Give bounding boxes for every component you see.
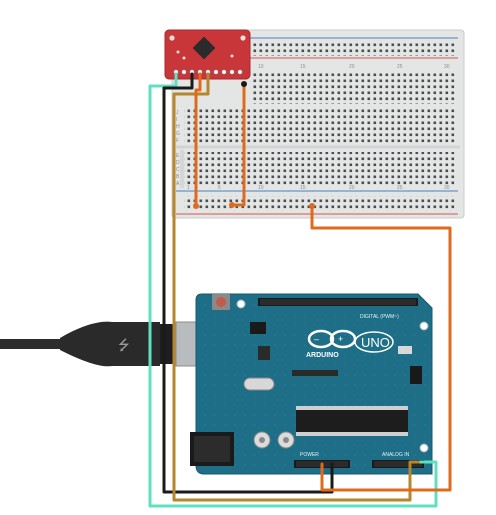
bottom-rail-holes-1 bbox=[184, 196, 456, 203]
logo-plus: + bbox=[338, 334, 343, 344]
col-num-top: 20 bbox=[349, 64, 355, 70]
row-letter: C bbox=[176, 167, 180, 173]
usb-symbol-icon: ⭍ bbox=[118, 337, 130, 353]
analog-header bbox=[372, 460, 424, 468]
icsp-header-2 bbox=[410, 366, 422, 384]
col-num-top: 25 bbox=[397, 64, 403, 70]
top-rail-holes-1 bbox=[252, 41, 456, 48]
col-num-bottom: 15 bbox=[300, 185, 306, 191]
usb-plug-body bbox=[60, 321, 160, 367]
col-num-bottom: 1 bbox=[187, 185, 190, 191]
terminal-strip-bottom bbox=[184, 152, 456, 186]
terminal-strip-top-b bbox=[184, 108, 456, 144]
row-letter: F bbox=[176, 138, 179, 144]
row-letter: I bbox=[176, 117, 177, 123]
model-label: UNO bbox=[361, 335, 390, 350]
bottom-column-numbers: 1 5 10 15 20 25 30 bbox=[187, 185, 450, 191]
wire-brown[interactable] bbox=[172, 72, 420, 502]
row-letters: J I H G F E D C B A bbox=[176, 110, 180, 187]
brand-label: ARDUINO bbox=[306, 352, 339, 359]
row-letter: H bbox=[176, 124, 180, 130]
atmega-chip bbox=[296, 406, 408, 436]
digital-header bbox=[258, 298, 418, 306]
icsp-header bbox=[250, 322, 266, 334]
wire-teal[interactable] bbox=[148, 72, 438, 508]
col-num-top: 15 bbox=[300, 64, 306, 70]
wire-orange-sensor[interactable] bbox=[194, 72, 202, 208]
row-letter: B bbox=[176, 174, 180, 180]
capacitors bbox=[253, 431, 295, 449]
arduino-uno: DIGITAL (PWM~) – + ARDUINO UNO bbox=[190, 293, 433, 475]
analog-label: ANALOG IN bbox=[382, 452, 410, 458]
center-channel bbox=[180, 150, 184, 188]
uno-badge: UNO bbox=[354, 331, 394, 353]
col-num-bottom: 20 bbox=[349, 185, 355, 191]
wire-orange-power[interactable] bbox=[310, 204, 452, 492]
wire-end-pad bbox=[193, 203, 199, 209]
terminal-strip-top-a bbox=[252, 72, 456, 104]
row-letter: E bbox=[176, 153, 180, 159]
bottom-rail-holes-2 bbox=[184, 204, 456, 211]
wire-black[interactable] bbox=[162, 72, 334, 494]
row-letter: D bbox=[176, 160, 180, 166]
wire-orange-sensor-2[interactable] bbox=[230, 82, 246, 207]
col-num-top: 10 bbox=[258, 64, 264, 70]
col-num-bottom: 30 bbox=[444, 185, 450, 191]
wire-end-pad bbox=[309, 203, 315, 209]
wire-end-pad bbox=[241, 81, 247, 87]
regulator bbox=[258, 346, 270, 360]
reset-button[interactable] bbox=[212, 294, 230, 310]
power-label: POWER bbox=[300, 452, 319, 458]
sensor-pads bbox=[169, 35, 246, 60]
crystal bbox=[243, 377, 275, 391]
sensor-breakout[interactable] bbox=[164, 29, 251, 80]
logo-minus: – bbox=[314, 334, 319, 344]
row-letter: A bbox=[176, 181, 180, 187]
row-letter: J bbox=[176, 110, 179, 116]
row-letter: G bbox=[176, 131, 180, 137]
pcb-texture bbox=[200, 298, 428, 470]
power-jack[interactable] bbox=[190, 432, 234, 466]
col-num-bottom: 5 bbox=[218, 185, 221, 191]
wires bbox=[148, 72, 452, 508]
digital-label: DIGITAL (PWM~) bbox=[360, 314, 399, 320]
wire-end-pad bbox=[229, 202, 235, 208]
col-num-bottom: 25 bbox=[397, 185, 403, 191]
led-block bbox=[398, 346, 412, 354]
col-num-bottom: 10 bbox=[258, 185, 264, 191]
top-rail-holes-2 bbox=[252, 49, 456, 56]
small-chip bbox=[292, 370, 338, 376]
col-num-top: 30 bbox=[444, 64, 450, 70]
